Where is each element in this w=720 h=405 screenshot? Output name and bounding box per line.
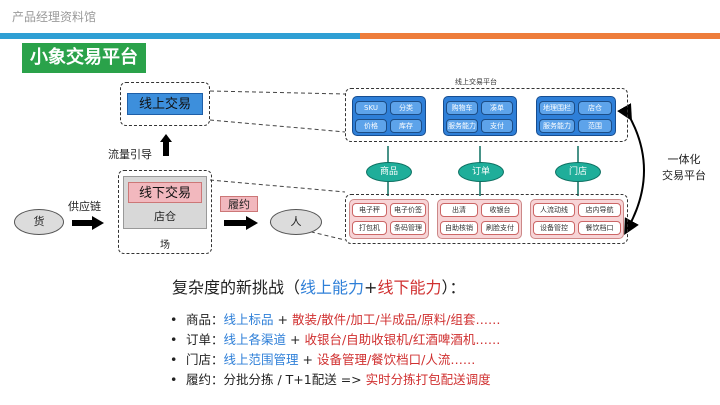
chip-food-stall: 餐饮档口 — [578, 221, 621, 235]
chip-geofence: 地理围栏 — [539, 101, 575, 115]
store-label: 店仓 — [154, 210, 176, 223]
dash-line-mid — [209, 119, 346, 133]
fulfillment-arrow — [224, 215, 258, 230]
offline-trade-label: 线下交易 — [128, 182, 202, 203]
online-platform-frame — [345, 88, 628, 142]
offline-platform-frame — [345, 194, 628, 244]
traffic-up-arrow — [160, 134, 172, 156]
chip-navigation: 店内导航 — [578, 203, 621, 217]
traffic-guide-label: 流量引导 — [108, 148, 152, 161]
platform-caption: 线上交易平台 — [455, 78, 497, 86]
dash-line-low1 — [209, 179, 346, 193]
bullet-store: 门店：线上范围管理 + 设备管理/餐饮档口/人流…… — [170, 350, 710, 370]
challenge-offline: 线下能力 — [377, 278, 442, 297]
bullet-goods: 商品：线上标品 + 散装/散件/加工/半成品/原料/组套…… — [170, 310, 710, 330]
chip-device-control: 设备管控 — [533, 221, 575, 235]
chip-price: 价格 — [355, 119, 387, 133]
chip-e-label: 电子价签 — [390, 203, 426, 217]
chip-sku: SKU — [355, 101, 387, 115]
supply-arrow — [72, 215, 104, 230]
header-bar-blue — [0, 33, 360, 39]
chip-cart: 购物车 — [446, 101, 478, 115]
integration-arrow — [617, 103, 645, 236]
integrated-label-line2: 交易平台 — [662, 169, 706, 182]
challenge-prefix: 复杂度的新挑战（ — [172, 278, 301, 297]
chip-flow: 人流动线 — [533, 203, 575, 217]
challenge-suffix: ）： — [441, 278, 466, 297]
header-bar-orange — [360, 33, 720, 39]
chip-scale: 电子秤 — [352, 203, 387, 217]
brand-label: 产品经理资料馆 — [12, 10, 97, 24]
chip-self-verify: 自助核销 — [440, 221, 478, 235]
challenge-online: 线上能力 — [300, 278, 365, 297]
online-trade-label: 线上交易 — [127, 93, 203, 115]
chip-clearance: 出清 — [440, 203, 478, 217]
page-title: 小象交易平台 — [22, 43, 146, 73]
integrated-label-line1: 一体化 — [667, 153, 701, 166]
dash-line-top — [209, 90, 346, 95]
connector-goods: 商品 — [366, 162, 412, 182]
integrated-label: 一体化 交易平台 — [662, 152, 706, 184]
bullet-fulfillment: 履约：分批分拣 / T+1配送 => 实时分拣打包配送调度 — [170, 370, 710, 390]
connector-store: 门店 — [555, 162, 601, 182]
connector-order: 订单 — [458, 162, 504, 182]
fulfillment-label: 履约 — [220, 196, 258, 212]
chip-packer: 打包机 — [352, 221, 387, 235]
challenge-bullets: 商品：线上标品 + 散装/散件/加工/半成品/原料/组套…… 订单：线上各渠道 … — [170, 310, 710, 390]
bullet-order: 订单：线上各渠道 + 收银台/自助收银机/红酒啤酒机…… — [170, 330, 710, 350]
chip-barcode: 条码管理 — [390, 221, 426, 235]
chip-bundle: 凑单 — [481, 101, 513, 115]
offline-field-frame — [118, 170, 212, 254]
challenge-plus: + — [364, 278, 378, 297]
chip-category: 分类 — [390, 101, 422, 115]
field-label: 场 — [160, 240, 170, 251]
chip-inventory: 库存 — [390, 119, 422, 133]
person-oval: 人 — [270, 209, 322, 235]
chip-range: 范围 — [578, 119, 612, 133]
challenge-headline: 复杂度的新挑战（线上能力+线下能力）： — [172, 274, 465, 298]
goods-oval: 货 — [14, 209, 64, 235]
chip-service: 服务能力 — [446, 119, 478, 133]
online-trade-frame — [120, 82, 210, 126]
chip-store-warehouse: 店仓 — [578, 101, 612, 115]
chip-checkout: 收银台 — [481, 203, 519, 217]
supply-chain-label: 供应链 — [68, 200, 101, 213]
chip-service-store: 服务能力 — [539, 119, 575, 133]
chip-face-pay: 刷脸支付 — [481, 221, 519, 235]
chip-payment: 支付 — [481, 119, 513, 133]
